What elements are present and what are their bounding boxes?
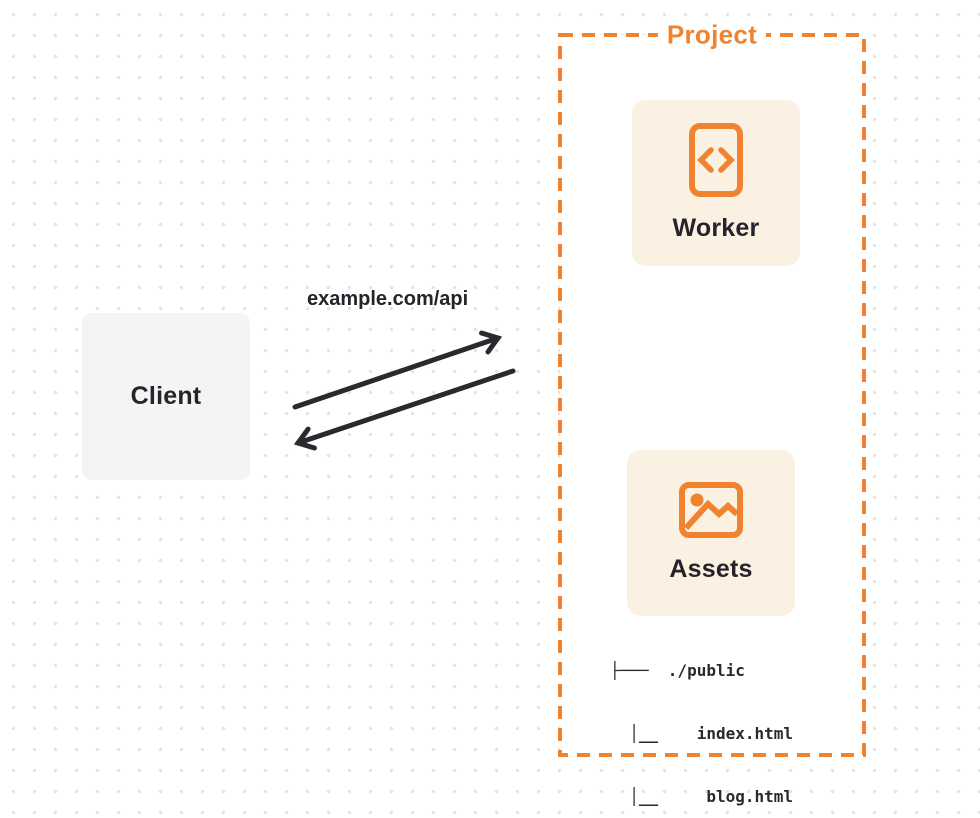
assets-label: Assets xyxy=(669,555,753,583)
request-url-label: example.com/api xyxy=(307,288,469,310)
assets-node: Assets xyxy=(627,450,795,616)
arrow-project-to-client xyxy=(293,368,516,451)
client-label: Client xyxy=(130,382,202,410)
project-label: Project xyxy=(657,19,767,51)
image-icon xyxy=(679,482,743,538)
worker-node: Worker xyxy=(632,100,800,266)
code-file-icon xyxy=(689,123,743,197)
file-tree-line: │__ index.html xyxy=(610,724,794,743)
assets-file-tree: ├─── ./public │__ index.html │__ blog.ht… xyxy=(610,618,793,818)
arrow-client-to-project xyxy=(292,330,503,410)
file-tree-line: │__ blog.html xyxy=(610,787,794,806)
file-tree-line: ├─── ./public xyxy=(610,661,745,680)
worker-label: Worker xyxy=(672,214,760,242)
client-node: Client xyxy=(82,313,250,480)
